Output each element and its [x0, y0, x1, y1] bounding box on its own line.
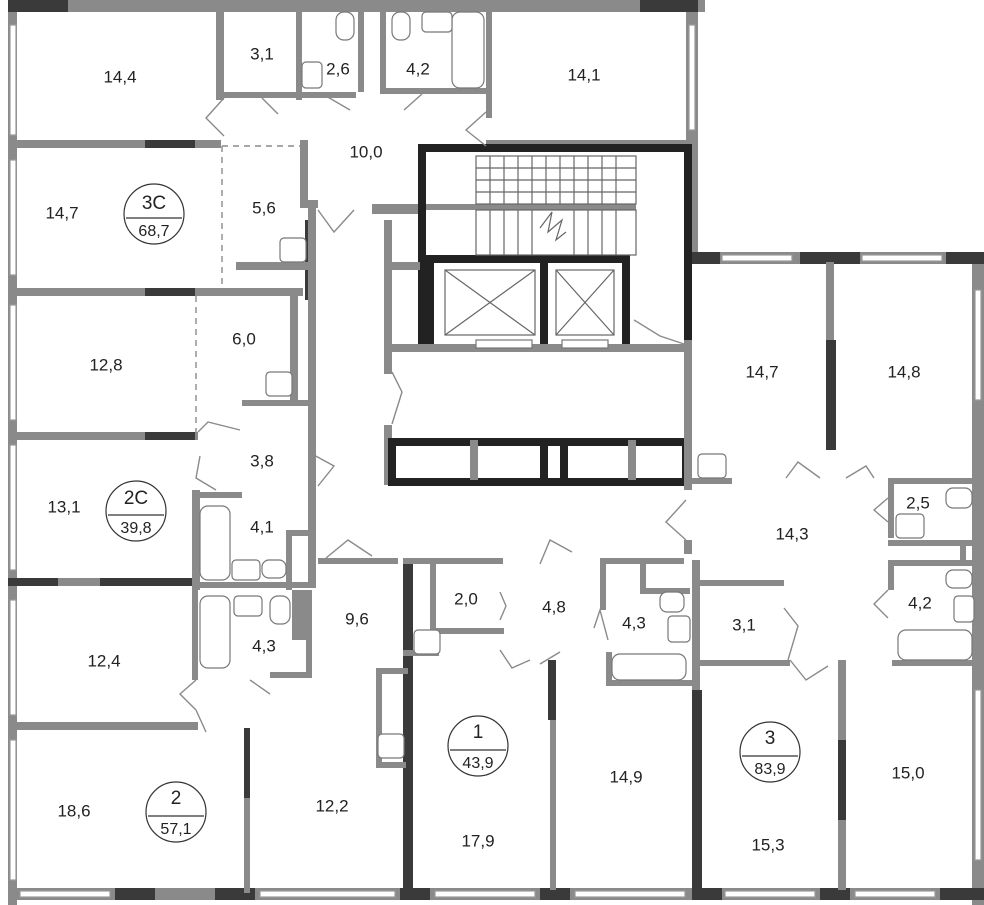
- apartment-area: 83,9: [754, 761, 785, 778]
- room-area-4-8: 4,8: [542, 597, 566, 616]
- room-area-6-0: 6,0: [232, 329, 256, 348]
- room-area-17-9: 17,9: [461, 831, 494, 850]
- apartment-area: 57,1: [160, 821, 191, 838]
- interior-walls: [8, 8, 974, 898]
- room-area-13-1: 13,1: [47, 497, 80, 516]
- elevators: [444, 269, 615, 349]
- apartment-badge-3: 3 83,9: [739, 721, 801, 783]
- apartment-badge-2c: 2С 39,8: [105, 480, 167, 542]
- apartment-area: 43,9: [462, 755, 493, 772]
- windows: [9, 24, 982, 898]
- room-area-3-1: 3,1: [250, 44, 274, 63]
- apartment-badge-2: 2 57,1: [145, 781, 207, 843]
- plumbing-fixtures: [199, 11, 975, 759]
- room-area-3-8: 3,8: [250, 451, 274, 470]
- door-swings: [178, 93, 889, 733]
- room-area-4-2: 4,2: [406, 59, 430, 78]
- apartment-code: 1: [473, 722, 484, 743]
- room-area-18-6: 18,6: [57, 801, 90, 820]
- room-area-4-3: 4,3: [252, 636, 276, 655]
- room-area-14-7: 14,7: [45, 203, 78, 222]
- room-labels: 14,4 3,1 2,6 4,2 14,1 10,0 14,7 5,6 12,8…: [45, 44, 931, 854]
- apartment-area: 68,7: [138, 223, 169, 240]
- room-area-14-7: 14,7: [745, 362, 778, 381]
- apartment-area: 39,8: [120, 520, 151, 537]
- room-area-15-3: 15,3: [751, 835, 784, 854]
- dashed-partitions: [195, 145, 306, 432]
- room-area-15-0: 15,0: [891, 763, 924, 782]
- room-area-2-5: 2,5: [906, 493, 930, 512]
- room-area-14-9: 14,9: [609, 767, 642, 786]
- room-area-4-2: 4,2: [908, 593, 932, 612]
- room-area-12-8: 12,8: [89, 355, 122, 374]
- room-area-2-0: 2,0: [454, 589, 478, 608]
- room-area-3-1: 3,1: [732, 615, 756, 634]
- room-area-12-4: 12,4: [87, 651, 120, 670]
- room-area-5-6: 5,6: [252, 198, 276, 217]
- apartment-code: 2: [171, 788, 182, 809]
- room-area-10-0: 10,0: [349, 142, 382, 161]
- room-area-14-1: 14,1: [567, 65, 600, 84]
- apartment-code: 3С: [142, 193, 166, 214]
- apartment-badge-3c: 3С 68,7: [123, 183, 185, 245]
- room-area-14-3: 14,3: [775, 524, 808, 543]
- room-area-14-8: 14,8: [887, 362, 920, 381]
- room-area-4-3: 4,3: [622, 613, 646, 632]
- stairwell: [475, 155, 637, 256]
- apartment-badge-1: 1 43,9: [447, 715, 509, 777]
- apartment-code: 2С: [124, 488, 148, 509]
- room-area-14-4: 14,4: [103, 67, 136, 86]
- apartment-code: 3: [765, 728, 776, 749]
- room-area-4-1: 4,1: [250, 517, 274, 536]
- room-area-9-6: 9,6: [345, 609, 369, 628]
- room-area-2-6: 2,6: [326, 59, 350, 78]
- room-area-12-2: 12,2: [315, 796, 348, 815]
